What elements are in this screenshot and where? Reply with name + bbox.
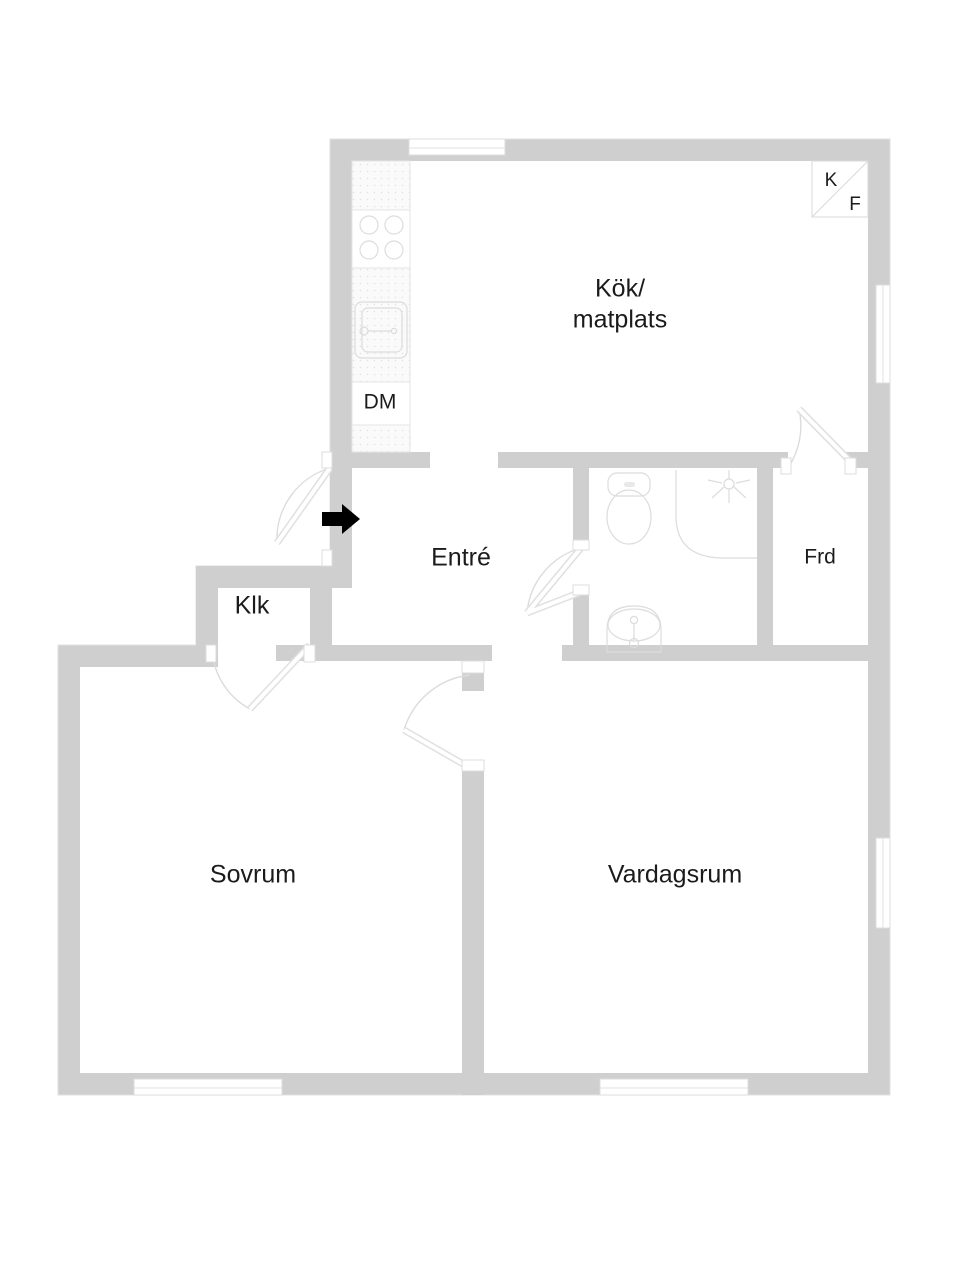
entry-arrow-icon <box>322 504 360 534</box>
label-klk: Klk <box>235 592 270 620</box>
fridge-freezer-icon <box>811 160 869 218</box>
interior-void <box>80 161 868 1073</box>
shower-head-icon <box>707 470 751 503</box>
label-kok-matplats-line2: matplats <box>573 306 667 334</box>
kf-divider-diagonal <box>811 160 869 218</box>
wall-klk-right <box>310 566 332 661</box>
label-freezer: F <box>849 194 861 215</box>
window-south-bedroom <box>133 1078 283 1096</box>
main-entrance-door-symbol <box>274 451 333 567</box>
wall-klk-left <box>196 566 212 645</box>
stove-four-burner-icon <box>359 215 404 260</box>
window-east-living <box>875 837 891 929</box>
wall-bath-south <box>562 645 868 661</box>
label-frd: Frd <box>804 546 836 569</box>
wall-structure <box>57 138 891 1096</box>
label-dishwasher: DM <box>364 391 397 414</box>
label-kok-matplats-line1: Kök/ <box>595 275 645 303</box>
bathroom-fixtures <box>606 470 757 653</box>
dishwasher-panel <box>351 381 411 426</box>
bathroom-door-symbol <box>524 539 590 617</box>
closet-door-symbol <box>205 642 316 712</box>
shower-enclosure-curve <box>675 470 757 559</box>
toilet-fixture-icon <box>606 472 652 545</box>
stove-panel <box>351 209 411 269</box>
label-sovrum: Sovrum <box>210 861 296 889</box>
hall-door-symbol <box>780 406 857 475</box>
sink-basin-icon <box>354 301 408 359</box>
window-symbols <box>133 138 891 1096</box>
room-labels: Kök/ matplats Entré Klk Frd Sovrum Varda… <box>210 275 836 889</box>
wall-bath-left-upper <box>573 468 589 548</box>
wall-bath-left-lower <box>573 592 589 652</box>
label-vardagsrum: Vardagsrum <box>608 861 742 889</box>
wall-klk-top <box>196 566 332 582</box>
window-east-kitchen <box>875 284 891 384</box>
window-south-living <box>599 1078 749 1096</box>
wall-kitchen-bath-divider <box>498 452 788 468</box>
window-north-kitchen <box>408 138 506 156</box>
kitchen-counter-run <box>351 160 411 453</box>
label-entre: Entré <box>431 544 491 572</box>
wall-entre-north-stub <box>352 452 430 468</box>
wall-bedroom-living-divider <box>462 768 484 1095</box>
wall-bath-frd-divider <box>757 468 773 652</box>
appliance-labels: DM K F <box>364 170 861 414</box>
label-fridge: K <box>825 170 838 191</box>
bathroom-sink-icon <box>606 605 662 653</box>
door-symbols <box>205 406 857 772</box>
bedroom-door-symbol <box>402 660 485 772</box>
